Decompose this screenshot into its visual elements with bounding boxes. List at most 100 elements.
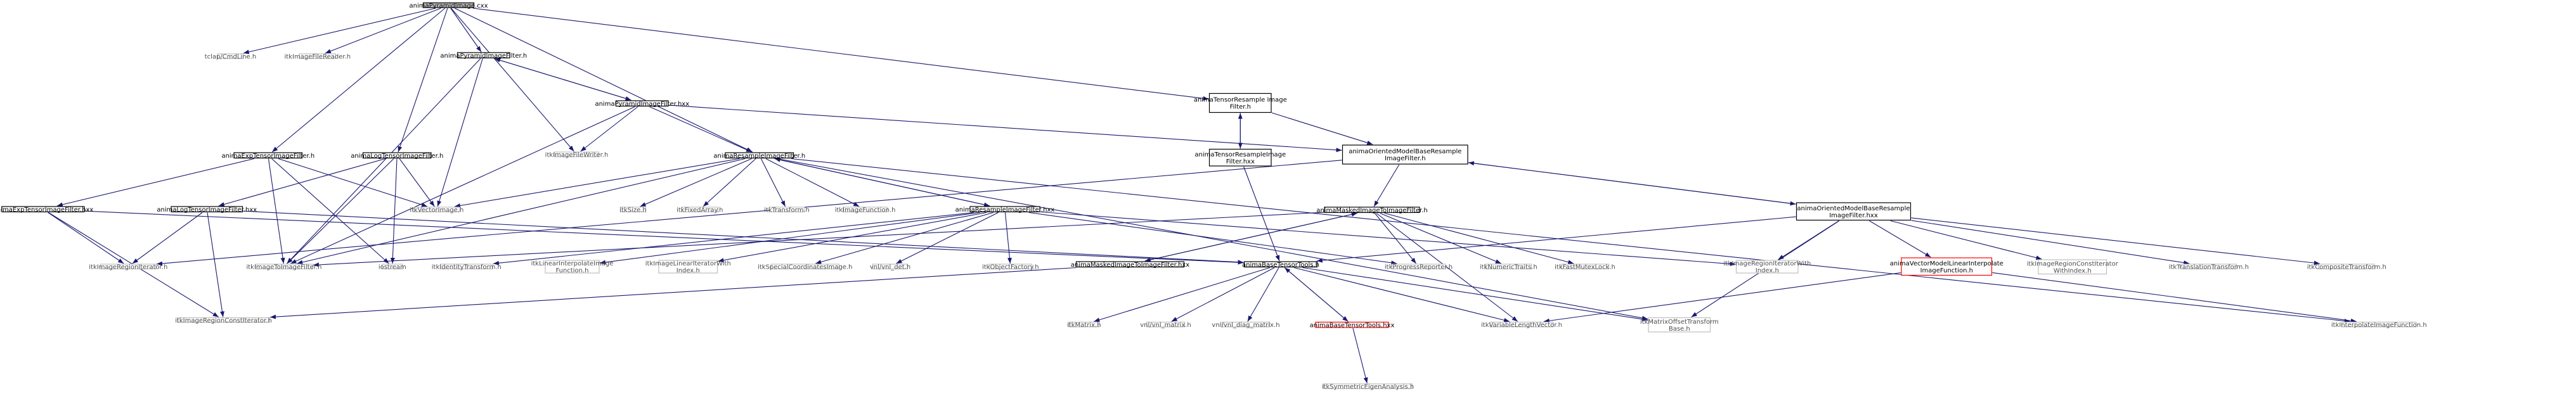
node-box bbox=[725, 152, 794, 159]
node-vnldiag: vnl/vnl_diag_matrix.h bbox=[1212, 322, 1279, 329]
node-box bbox=[1796, 202, 1912, 221]
node-label: itkObjectFactory.h bbox=[982, 264, 1039, 271]
node-box bbox=[413, 207, 460, 213]
edge-group bbox=[207, 212, 224, 317]
node-box bbox=[872, 264, 909, 270]
edge-group bbox=[815, 212, 994, 264]
edge-resamphxx-to-progress bbox=[1028, 212, 1397, 265]
node-label: animaPyramidImageFilter.h bbox=[440, 53, 527, 60]
node-box bbox=[381, 264, 403, 270]
edge-group bbox=[1890, 220, 2042, 260]
node-identity: itkIdentityTransform.h bbox=[432, 264, 502, 271]
edge-orientedhxx-to-basetools bbox=[1316, 216, 1796, 263]
edge-group bbox=[777, 158, 1648, 321]
edge-loghxx-to-basetools bbox=[243, 210, 1244, 265]
node-pyrh[interactable]: animaPyramidImageFilter.h bbox=[440, 52, 527, 60]
node-tensorres[interactable]: animaTensorResample ImageFilter.h bbox=[1194, 92, 1287, 113]
edge-basetools-to-matrix bbox=[1094, 267, 1271, 322]
node-box bbox=[233, 152, 303, 159]
node-maskedh[interactable]: animaMaskedImageToImageFilter.h bbox=[1316, 207, 1428, 214]
node-vnldet: vnl/vnl_det.h bbox=[870, 264, 910, 271]
node-label: animaTensorResampleImage bbox=[1194, 151, 1286, 158]
node-orientedhxx[interactable]: animaOrientedModelBaseResampleImageFilte… bbox=[1796, 202, 1912, 221]
edge-group bbox=[48, 212, 124, 264]
node-matrix: itkMatrix.h bbox=[1067, 322, 1101, 329]
edge-root-to-tclap bbox=[243, 8, 436, 54]
node-loghxx[interactable]: animaLogTensorImageFilter.hxx bbox=[157, 206, 257, 213]
node-box bbox=[1324, 207, 1420, 213]
edge-oriented-to-regioniter bbox=[156, 160, 1342, 266]
node-label: itkImageRegionConstIterator bbox=[2027, 260, 2119, 267]
edge-vecmodel-to-interpfunc bbox=[1992, 272, 2357, 323]
edge-group bbox=[243, 210, 1244, 265]
node-box bbox=[768, 207, 805, 213]
edge-group bbox=[702, 158, 756, 207]
edge-group bbox=[1271, 112, 1373, 145]
node-box bbox=[770, 264, 840, 270]
node-img2img: itkImageToImageFilter.h bbox=[246, 264, 321, 271]
node-maskedhxx[interactable]: animaMaskedImageToImageFilter.hxx bbox=[1071, 261, 1189, 269]
edge-expfilter-to-img2img bbox=[268, 158, 285, 264]
node-box bbox=[619, 207, 647, 213]
edge-group bbox=[454, 158, 740, 208]
node-exphxx[interactable]: animaExpTensorImageFilter.hxx bbox=[0, 206, 93, 213]
node-progress: itkProgressReporter.h bbox=[1385, 264, 1453, 271]
edge-loghxx-to-regioniter bbox=[132, 212, 203, 264]
node-vecmodel[interactable]: animaVectorModelLinearInterpolateImageFu… bbox=[1890, 257, 2003, 276]
node-root[interactable]: animaPyramidImage.cxx bbox=[410, 3, 488, 10]
node-box bbox=[2038, 259, 2107, 275]
node-resamp[interactable]: animaResampleImageFilter.h bbox=[713, 152, 805, 160]
node-label: itkImageFunction.h bbox=[835, 207, 896, 213]
node-box bbox=[1323, 383, 1413, 390]
node-constiter: itkImageRegionConstIterator.h bbox=[175, 317, 272, 324]
edge-group bbox=[290, 106, 635, 264]
edge-group bbox=[84, 210, 1244, 265]
node-itkfilereader: itkImageFileReader.h bbox=[285, 53, 351, 60]
node-vnlmatrix: vnl/vnl_matrix.h bbox=[1140, 322, 1191, 329]
node-numeric: itkNumericTraits.h bbox=[1480, 264, 1537, 271]
edge-root-to-expfilter bbox=[271, 8, 446, 153]
edge-pyrhxx-to-img2img bbox=[290, 106, 635, 264]
node-basetoolshxx[interactable]: animaBaseTensorTools.hxx bbox=[1310, 321, 1395, 329]
edge-root-to-logfilter bbox=[398, 8, 448, 153]
edge-logfilter-to-img2img bbox=[287, 158, 394, 264]
node-resamphxx[interactable]: animaResampleImageFilter.hxx bbox=[955, 206, 1055, 213]
node-varlen: itkVariableLengthVector.h bbox=[1481, 322, 1562, 329]
node-iostream: iostream bbox=[379, 264, 406, 271]
edge-maskedhxx-to-maskedh bbox=[1144, 212, 1357, 262]
node-label: animaPyramidImage.cxx bbox=[410, 3, 488, 10]
edge-maskedh-to-progress bbox=[1374, 213, 1417, 264]
node-expfilter[interactable]: animaExpTensorImageFilter.h bbox=[221, 152, 314, 160]
node-label: itkImageLinearIteratorWith bbox=[645, 260, 731, 267]
node-label: itkFixedArray.h bbox=[676, 207, 723, 213]
edge-group bbox=[774, 158, 990, 207]
edge-resamp-to-transform bbox=[760, 158, 786, 207]
edge-group bbox=[472, 8, 1209, 101]
edge-pyrh-to-img2img bbox=[287, 58, 481, 264]
edge-group bbox=[1384, 212, 1574, 265]
node-logfilter[interactable]: animaLogTensorImageFilter.h bbox=[351, 152, 443, 160]
edge-vecmodel-to-varlen bbox=[1543, 272, 1901, 323]
edge-resamp-to-vectorimg bbox=[454, 158, 740, 208]
node-label: itkMatrixOffsetTransform bbox=[1640, 319, 1719, 326]
edge-group bbox=[450, 8, 482, 53]
edge-group bbox=[278, 158, 428, 207]
edge-group bbox=[1373, 164, 1400, 207]
node-oriented[interactable]: animaOrientedModelBaseResampleImageFilte… bbox=[1342, 144, 1468, 165]
node-basetools[interactable]: animaBaseTensorTools.h bbox=[1242, 261, 1319, 269]
node-pyrhxx[interactable]: animaPyramidImageFilter.hxx bbox=[595, 100, 689, 108]
edge-pyrhxx-to-writer bbox=[580, 106, 638, 152]
node-box bbox=[1221, 321, 1271, 328]
node-label: Index.h bbox=[1756, 267, 1779, 274]
node-label: WithIndex.h bbox=[2054, 267, 2092, 274]
edge-group bbox=[1171, 267, 1275, 322]
edge-group bbox=[1911, 217, 2320, 265]
edge-group bbox=[1543, 272, 1901, 323]
edge-basetools-to-varlen bbox=[1293, 267, 1510, 322]
edge-tensorres-to-oriented bbox=[1271, 112, 1373, 145]
node-writer: itkImageFileWriter.h bbox=[545, 151, 609, 158]
node-label: vnl/vnl_det.h bbox=[870, 264, 910, 271]
edge-basetoolshxx-to-eigen bbox=[1352, 328, 1368, 384]
